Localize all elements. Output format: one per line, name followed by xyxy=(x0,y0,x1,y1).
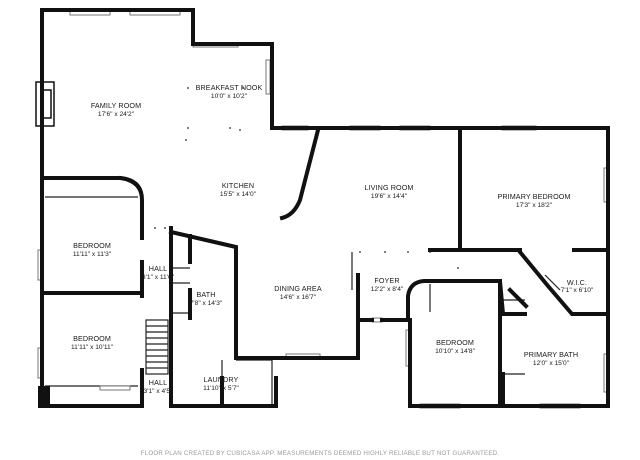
room-breakfast-nook: BREAKFAST NOOK 10'0" x 10'2" xyxy=(196,83,263,100)
room-name: BEDROOM xyxy=(73,241,111,250)
room-name: HALL xyxy=(149,264,167,273)
room-name: LIVING ROOM xyxy=(364,183,413,192)
room-bedroom-2: BEDROOM 11'11" x 10'11" xyxy=(71,334,114,351)
room-name: BATH xyxy=(196,290,215,299)
footer-disclaimer: FLOOR PLAN CREATED BY CUBICASA APP. MEAS… xyxy=(141,450,500,457)
room-dimensions: 12'2" x 8'4" xyxy=(371,286,404,293)
room-foyer: FOYER 12'2" x 8'4" xyxy=(371,276,404,293)
room-name: PRIMARY BEDROOM xyxy=(497,192,570,201)
room-name: FOYER xyxy=(374,276,399,285)
room-dimensions: 11'11" x 11'3" xyxy=(73,251,112,258)
room-dining-area: DINING AREA 14'6" x 16'7" xyxy=(274,284,322,301)
room-dimensions: 7'1" x 6'10" xyxy=(561,287,594,294)
room-name: BEDROOM xyxy=(436,338,474,347)
room-primary-bedroom: PRIMARY BEDROOM 17'3" x 18'2" xyxy=(497,192,570,209)
room-name: PRIMARY BATH xyxy=(524,350,578,359)
room-wic: W.I.C. 7'1" x 6'10" xyxy=(561,278,594,294)
room-name: W.I.C. xyxy=(567,278,587,287)
room-bedroom-3: BEDROOM 10'10" x 14'8" xyxy=(435,338,475,355)
room-name: BEDROOM xyxy=(73,334,111,343)
walls xyxy=(40,8,610,408)
room-dimensions: 3'1" x 4'5" xyxy=(144,388,173,395)
room-dimensions: 11'11" x 10'11" xyxy=(71,344,114,351)
room-kitchen: KITCHEN 15'5" x 14'0" xyxy=(220,181,257,198)
room-dimensions: 10'0" x 10'2" xyxy=(211,93,248,100)
room-name: FAMILY ROOM xyxy=(91,101,141,110)
room-dimensions: 10'10" x 14'8" xyxy=(435,348,475,355)
room-name: BREAKFAST NOOK xyxy=(196,83,263,92)
room-name: KITCHEN xyxy=(222,181,254,190)
light-fixtures xyxy=(154,87,459,269)
room-dimensions: 3'1" x 11'6" xyxy=(142,274,175,281)
room-dimensions: 11'10" x 5'7" xyxy=(203,385,239,392)
room-dimensions: 12'0" x 15'0" xyxy=(533,360,570,367)
room-dimensions: 17'6" x 24'2" xyxy=(98,111,135,118)
room-name: HALL xyxy=(149,378,167,387)
room-name: LAUNDRY xyxy=(204,375,239,384)
room-bedroom-1: BEDROOM 11'11" x 11'3" xyxy=(73,241,112,258)
room-dimensions: 19'6" x 14'4" xyxy=(371,193,408,200)
room-laundry: LAUNDRY 11'10" x 5'7" xyxy=(203,375,239,392)
room-family-room: FAMILY ROOM 17'6" x 24'2" xyxy=(91,101,141,118)
fireplace-icon xyxy=(35,81,55,127)
windows xyxy=(37,10,609,409)
room-dimensions: 15'5" x 14'0" xyxy=(220,191,257,198)
room-bath: BATH 7'8" x 14'3" xyxy=(190,290,223,307)
room-hall-1: HALL 3'1" x 11'6" xyxy=(142,264,175,281)
room-dimensions: 7'8" x 14'3" xyxy=(190,300,223,307)
room-dimensions: 17'3" x 18'2" xyxy=(516,202,553,209)
room-primary-bath: PRIMARY BATH 12'0" x 15'0" xyxy=(524,350,578,367)
room-living-room: LIVING ROOM 19'6" x 14'4" xyxy=(364,183,413,200)
room-dimensions: 14'6" x 16'7" xyxy=(280,294,317,301)
room-hall-2: HALL 3'1" x 4'5" xyxy=(144,378,173,395)
room-name: DINING AREA xyxy=(274,284,322,293)
